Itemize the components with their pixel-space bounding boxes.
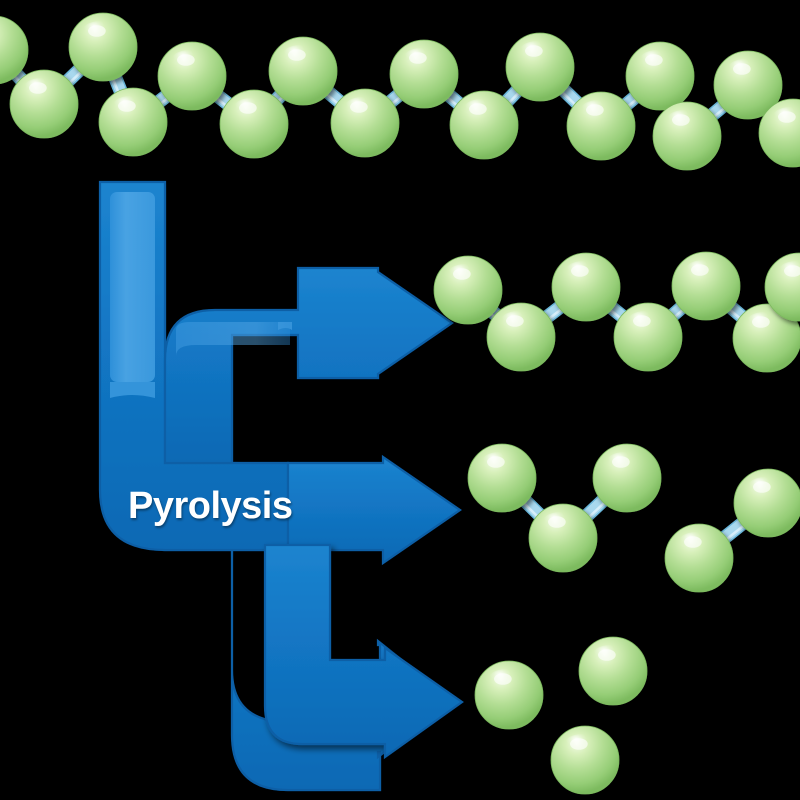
branch-arrow-bottom-body: [263, 543, 464, 760]
reactant-sphere: [566, 91, 636, 161]
reactant-sphere: [268, 36, 338, 106]
reactant-sphere: [389, 39, 459, 109]
product-small-fragment-dimer: [664, 468, 800, 593]
product-shorter-polymer-chain: [433, 251, 800, 373]
branch-arrow-top: [163, 266, 454, 465]
product-2-sphere: [733, 468, 800, 538]
product-0-sphere: [764, 252, 800, 322]
arrow-gloss-highlights: [110, 192, 292, 398]
reactant-sphere: [68, 12, 138, 82]
reactant-polymer-chain: [0, 12, 800, 171]
product-3-sphere: [474, 660, 544, 730]
product-5-sphere: [550, 725, 620, 795]
product-0-sphere: [732, 303, 800, 373]
product-0-sphere: [486, 302, 556, 372]
product-monomer-b: [578, 636, 648, 706]
product-0-sphere: [433, 255, 503, 325]
reactant-sphere: [652, 101, 722, 171]
product-0-sphere: [613, 302, 683, 372]
reactant-sphere: [713, 50, 783, 120]
reactant-sphere: [98, 87, 168, 157]
product-0-sphere: [551, 252, 621, 322]
product-monomer-c: [550, 725, 620, 795]
reactant-sphere: [505, 32, 575, 102]
reactant-sphere: [219, 89, 289, 159]
product-1-sphere: [592, 443, 662, 513]
product-4-sphere: [578, 636, 648, 706]
product-small-fragment-trimer: [467, 443, 662, 573]
product-2-sphere: [664, 523, 734, 593]
product-monomer-a: [474, 660, 544, 730]
reactant-sphere: [758, 98, 800, 168]
reactant-sphere: [157, 41, 227, 111]
reactant-sphere: [330, 88, 400, 158]
product-1-sphere: [467, 443, 537, 513]
product-0-sphere: [671, 251, 741, 321]
reactant-sphere: [625, 41, 695, 111]
reactant-sphere: [449, 90, 519, 160]
product-1-sphere: [528, 503, 598, 573]
reactant-sphere: [0, 16, 29, 84]
reactant-sphere: [9, 69, 79, 139]
